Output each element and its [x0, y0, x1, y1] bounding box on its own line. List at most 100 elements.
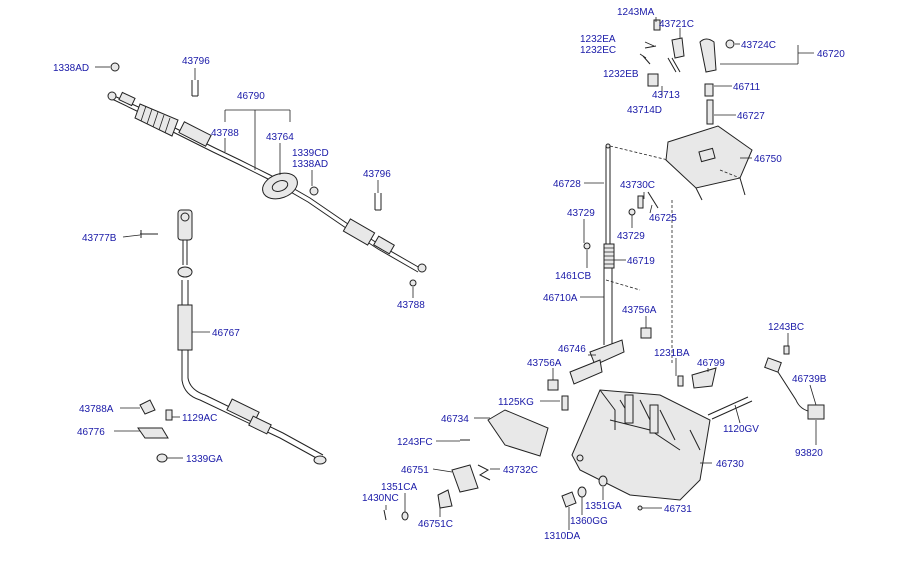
washer-1351GA	[598, 475, 608, 487]
label-1120GV: 1120GV	[723, 424, 759, 435]
lever-rod-46710A	[603, 268, 613, 345]
clip-43788-b	[409, 279, 417, 287]
bolt-1125KG	[561, 395, 569, 411]
label-46719: 46719	[627, 256, 655, 267]
label-43796-b: 43796	[363, 169, 391, 180]
label-43732C: 43732C	[503, 465, 538, 476]
label-43788: 43788	[211, 128, 239, 139]
label-1125KG: 1125KG	[498, 397, 534, 408]
cable-end-ball	[107, 91, 117, 101]
label-1231BA: 1231BA	[654, 348, 690, 359]
label-46727: 46727	[737, 111, 765, 122]
label-46720: 46720	[817, 49, 845, 60]
bush-43756A-a	[640, 327, 652, 339]
washer-1360GG	[577, 486, 587, 498]
pin-43729-a	[583, 242, 591, 250]
leader-lines	[95, 17, 817, 530]
label-43729-b: 43729	[617, 231, 645, 242]
bolt-1120GV	[707, 396, 753, 420]
label-43788A: 43788A	[79, 404, 114, 415]
label-1243FC: 1243FC	[397, 437, 433, 448]
label-1232EA: 1232EA	[580, 34, 616, 45]
nut-1339GA	[156, 453, 168, 463]
label-46739B: 46739B	[792, 374, 827, 385]
washer-1351CA	[401, 511, 409, 521]
cable-housing-end	[178, 121, 212, 147]
assembly-guide-lines	[605, 145, 741, 365]
label-1461CB: 1461CB	[555, 271, 591, 282]
button-43724C	[725, 39, 735, 49]
cable-rod-end	[118, 91, 136, 107]
spring-43732C	[477, 464, 491, 481]
label-46751: 46751	[401, 465, 429, 476]
pin-1430NC	[383, 509, 387, 521]
label-46725: 46725	[649, 213, 677, 224]
label-1232EC: 1232EC	[580, 45, 616, 56]
label-93820: 93820	[795, 448, 823, 459]
clip-43788A	[139, 399, 156, 415]
label-43756A-b: 43756A	[527, 358, 562, 369]
cable-end-eye	[417, 263, 427, 273]
lever-base-46746	[589, 339, 625, 366]
label-1339GA: 1339GA	[186, 454, 223, 465]
label-1360GG: 1360GG	[570, 516, 608, 527]
cable-adjuster	[342, 218, 376, 246]
label-1351GA: 1351GA	[585, 501, 622, 512]
cable-sleeve	[177, 304, 193, 351]
label-1129AC: 1129AC	[182, 413, 217, 424]
screw-1243BC	[783, 345, 790, 355]
label-43721C: 43721C	[659, 19, 694, 30]
bush-43756A-b	[547, 379, 559, 391]
nut-1310DA	[561, 491, 577, 508]
label-46799: 46799	[697, 358, 725, 369]
clip-43796-b	[374, 193, 382, 211]
boot-bellows	[134, 103, 179, 137]
label-46731: 46731	[664, 504, 692, 515]
label-1243BC: 1243BC	[768, 322, 804, 333]
label-1430NC: 1430NC	[362, 493, 399, 504]
cover-46734	[487, 409, 549, 457]
bracket-46799	[691, 367, 717, 389]
pin-46725	[647, 191, 659, 209]
label-46728: 46728	[553, 179, 581, 190]
label-43788-b: 43788	[397, 300, 425, 311]
nut-1338AD	[110, 62, 120, 72]
label-1243MA: 1243MA	[617, 7, 655, 18]
label-43777B: 43777B	[82, 233, 117, 244]
grommet-43764	[262, 172, 298, 200]
bolt-1129AC	[165, 409, 173, 421]
spring-43713	[667, 57, 681, 73]
part-labels: 1338AD 43796 46790 43788 43764 1339CD 13…	[53, 7, 845, 542]
screw-46731	[637, 505, 643, 511]
label-43724C: 43724C	[741, 40, 776, 51]
screw-1243MA	[653, 19, 661, 31]
label-43796: 43796	[182, 56, 210, 67]
label-43756A: 43756A	[622, 305, 657, 316]
label-1310DA: 1310DA	[544, 531, 580, 542]
label-46710A: 46710A	[543, 293, 578, 304]
bolt-1231BA	[677, 375, 684, 387]
cable-top-eye	[177, 209, 193, 241]
label-1339CD: 1339CD	[292, 148, 329, 159]
label-46751C: 46751C	[418, 519, 453, 530]
label-1338AD-b: 1338AD	[292, 159, 328, 170]
base-bracket-46730	[571, 389, 711, 501]
bracket-46751C	[437, 489, 453, 509]
bracket-46751	[451, 464, 479, 493]
label-46767: 46767	[212, 328, 240, 339]
base-small-parts	[383, 367, 753, 521]
label-43730C: 43730C	[620, 180, 655, 191]
pin-1232EB	[642, 55, 651, 65]
label-43714D: 43714D	[627, 105, 662, 116]
indicator-cover-46750	[665, 125, 753, 189]
label-46750: 46750	[754, 154, 782, 165]
label-46730: 46730	[716, 459, 744, 470]
shift-cable-46790	[107, 62, 427, 287]
pin-1232EC	[644, 45, 657, 49]
pin-43777B	[140, 230, 158, 238]
pin-43730C	[637, 195, 644, 209]
label-46776: 46776	[77, 427, 105, 438]
shift-knob-parts	[642, 19, 753, 201]
bracket-46776	[137, 427, 169, 439]
